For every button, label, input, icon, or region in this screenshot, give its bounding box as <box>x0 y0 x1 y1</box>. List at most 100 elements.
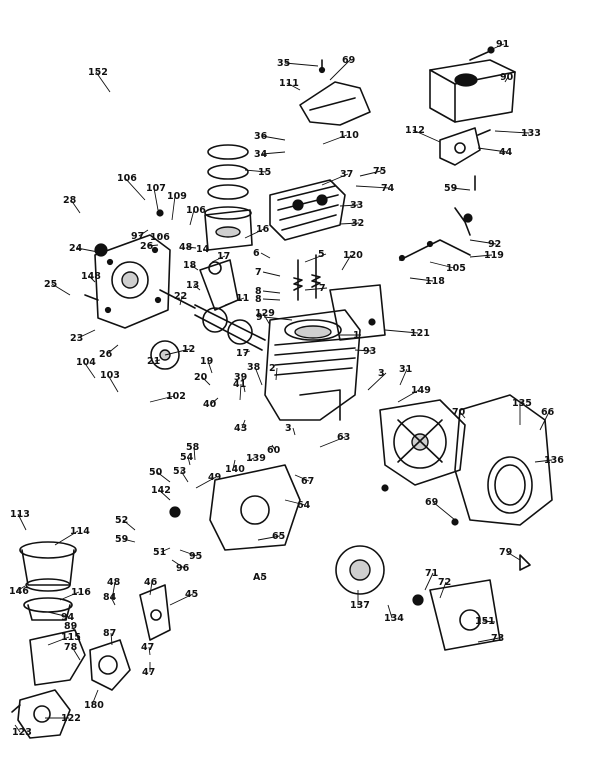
cylinder-baffle <box>209 464 301 551</box>
callout-leader-line <box>110 596 116 606</box>
callout-leader-line <box>409 277 434 282</box>
part-callout-number: 13 <box>186 280 199 291</box>
part-callout-number: 16 <box>256 224 270 235</box>
callout-leader-line <box>489 43 505 51</box>
part-callout-number: 38 <box>247 362 261 373</box>
part-callout-number: 133 <box>521 128 541 139</box>
part-callout-number: 134 <box>384 613 404 624</box>
callout-leader-line <box>260 252 271 259</box>
part-callout-number: 6 <box>253 248 260 259</box>
callout-leader-line <box>469 239 497 245</box>
callout-leader-line <box>180 470 189 483</box>
callout-leader-line <box>339 204 359 207</box>
callout-leader-line <box>387 604 393 619</box>
control-bracket <box>139 584 171 641</box>
callout-leader-line <box>261 135 286 141</box>
callout-leader-line <box>275 367 278 381</box>
callout-leader-line <box>429 261 455 269</box>
callout-leader-line <box>482 620 496 623</box>
part-callout-number: 135 <box>512 398 532 409</box>
callout-leader-line <box>284 499 306 506</box>
part-callout-number: 44 <box>499 147 513 158</box>
hardware-marks <box>11 209 531 713</box>
part-callout-number: 116 <box>71 587 91 598</box>
part-callout-number: 36 <box>254 131 268 142</box>
part-callout-number: 118 <box>425 276 445 287</box>
part-callout-number: 84 <box>103 592 117 603</box>
part-callout-number: 67 <box>301 476 314 487</box>
callout-leader-line <box>244 169 267 173</box>
part-callout-number: 129 <box>255 308 275 319</box>
callout-leader-line <box>257 535 281 541</box>
part-callout-number: 18 <box>183 260 197 271</box>
part-callout-number: 17 <box>217 251 230 262</box>
callout-leader-line <box>83 361 96 379</box>
callout-leader-line <box>329 59 351 81</box>
callout-leader-line <box>399 368 408 386</box>
part-callout-number: 54 <box>180 452 194 463</box>
part-callout-number: 24 <box>69 243 83 254</box>
part-callout-number: 47 <box>142 667 155 678</box>
callout-leader-line <box>261 151 286 155</box>
callout-leader-line <box>271 444 276 451</box>
callout-leader-line <box>111 581 116 601</box>
callout-leader-line <box>384 329 419 334</box>
part-callout-number: 139 <box>246 453 266 464</box>
part-callout-number: 142 <box>151 485 171 496</box>
part-callout-number: 148 <box>81 271 101 282</box>
part-callout-number: 17 <box>236 348 249 359</box>
callout-leader-line <box>262 271 281 277</box>
part-callout-number: 47 <box>141 642 154 653</box>
callout-leader-line <box>459 411 466 419</box>
callout-leader-line <box>88 275 96 283</box>
callout-leader-line <box>249 457 255 461</box>
part-callout-number: 31 <box>399 364 412 375</box>
callout-leader-line <box>241 419 246 429</box>
part-callout-number: 71 <box>425 568 438 579</box>
part-callout-number: 149 <box>411 385 431 396</box>
callout-leader-line <box>292 427 296 436</box>
part-callout-number: 93 <box>363 346 376 357</box>
part-callout-number: 34 <box>254 149 268 160</box>
callout-leader-line <box>59 591 80 601</box>
callout-leader-line <box>169 593 194 606</box>
part-callout-number: 12 <box>182 344 195 355</box>
part-callout-number: 94 <box>61 612 75 623</box>
callout-leader-line <box>189 209 195 226</box>
part-callout-number: 107 <box>146 183 166 194</box>
callout-leader-line <box>504 76 509 83</box>
part-callout-number: 78 <box>64 642 78 653</box>
callout-leader-line <box>432 501 456 521</box>
muffler-plate <box>335 545 385 595</box>
part-callout-number: 39 <box>234 372 247 383</box>
part-callout-number: 26 <box>99 349 113 360</box>
part-callout-number: 7 <box>255 267 262 278</box>
part-callout-number: 25 <box>44 279 57 290</box>
part-callout-number: 32 <box>351 218 364 229</box>
callout-leader-line <box>179 549 198 557</box>
callout-leader-line <box>211 255 226 263</box>
part-callout-number: 69 <box>425 497 438 508</box>
callout-leader-line <box>294 474 310 482</box>
callout-leader-line <box>47 636 70 646</box>
part-callout-number: 37 <box>340 169 353 180</box>
callout-leader-line <box>76 247 99 253</box>
callout-leader-line <box>47 611 70 618</box>
part-callout-number: 122 <box>61 713 81 724</box>
governor-linkage <box>398 207 473 262</box>
callout-leader-line <box>262 312 271 326</box>
piston-rings <box>207 144 249 200</box>
carburetor <box>29 629 131 691</box>
callout-leader-line <box>70 199 81 214</box>
callout-leader-line <box>171 559 185 569</box>
callout-leader-line <box>193 284 201 291</box>
intake-elbow <box>17 689 71 739</box>
piston <box>204 206 253 251</box>
part-callout-number: 64 <box>297 500 311 511</box>
part-callout-number: 33 <box>350 200 363 211</box>
part-callout-number: 109 <box>167 191 187 202</box>
callout-leader-line <box>138 229 149 237</box>
part-callout-number: 137 <box>350 600 370 611</box>
